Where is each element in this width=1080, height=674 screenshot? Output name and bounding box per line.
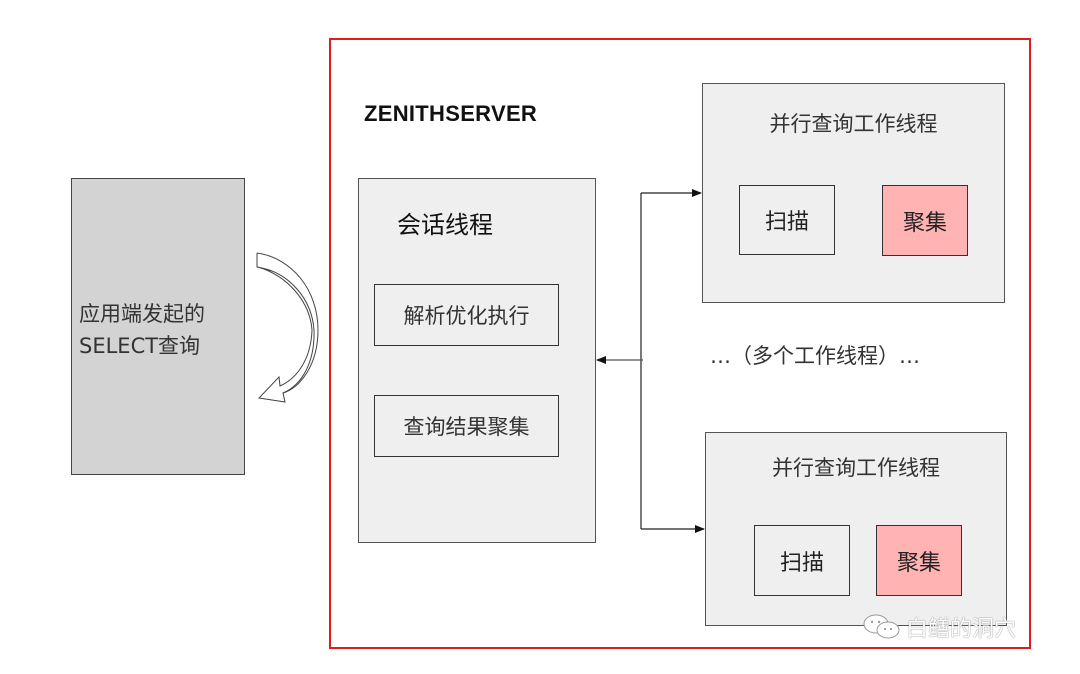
watermark: 白鳝的洞穴 — [862, 611, 1016, 643]
client-label-line1: 应用端发起的 — [79, 302, 205, 326]
session-step-parse-optimize-execute: 解析优化执行 — [374, 284, 559, 346]
client-label-line2: SELECT查询 — [79, 334, 201, 358]
client-app-label: 应用端发起的 SELECT查询 — [71, 298, 245, 362]
session-thread-box — [358, 178, 596, 543]
curved-return-arrow-icon — [256, 253, 315, 403]
worker-2-aggregate: 聚集 — [876, 525, 962, 596]
session-step-result-aggregate: 查询结果聚集 — [374, 395, 559, 457]
watermark-text: 白鳝的洞穴 — [906, 617, 1017, 642]
worker-thread-title-1: 并行查询工作线程 — [769, 112, 938, 136]
client-app-box — [71, 178, 245, 475]
wechat-icon — [863, 614, 900, 639]
more-workers-label: …（多个工作线程）… — [710, 344, 920, 368]
worker-thread-title-2: 并行查询工作线程 — [772, 456, 940, 480]
server-frame — [329, 38, 1031, 649]
session-thread-title: 会话线程 — [397, 211, 493, 239]
worker-2-scan: 扫描 — [754, 525, 850, 596]
server-title: ZENITHSERVER — [364, 101, 538, 126]
worker-1-scan: 扫描 — [739, 185, 835, 255]
worker-1-aggregate: 聚集 — [882, 185, 968, 256]
